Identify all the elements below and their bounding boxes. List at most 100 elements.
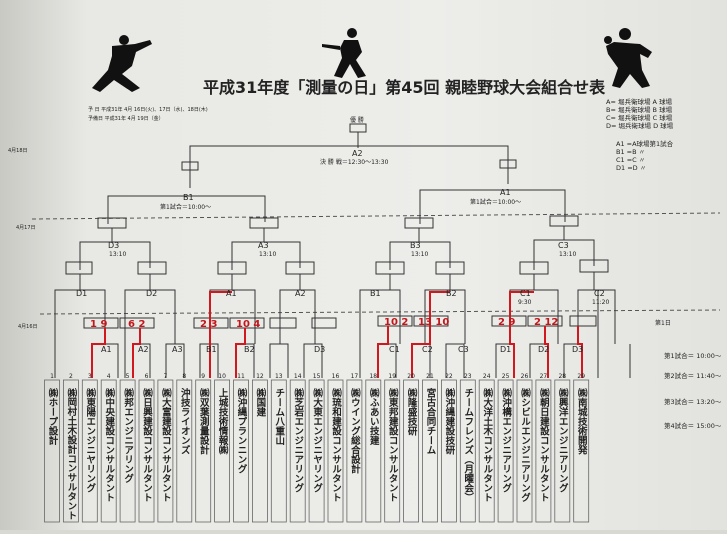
team-name: ㈱シビルエンジニアリング [519, 387, 531, 503]
legend-code-b1: B1 =B 〃 [616, 148, 645, 156]
team-number: 15 [313, 373, 321, 380]
team-slot [459, 379, 476, 523]
team-name: ㈱興洋エンジニアリング [557, 387, 569, 493]
legend-field-a: A= 堀兵衛球場 A 球場 [606, 97, 673, 106]
round1-code-6: D3 [314, 345, 325, 354]
team-slot [365, 379, 382, 523]
team-name: ㈱沖縄プランニング [236, 387, 248, 474]
team-number: 29 [577, 373, 585, 380]
semi-info-left: 第1試合＝10:00〜 [160, 203, 211, 211]
team-slot [384, 379, 401, 523]
team-name: ㈱邦エンジニアリング [122, 387, 134, 484]
round2-code-4: A2 [295, 289, 306, 298]
team-entry: 6㈱日興建設コンサルタント [138, 373, 155, 523]
team-entry: 9㈱双葉測量設計 [195, 373, 212, 523]
team-number: 11 [237, 373, 245, 380]
round2-time-8: 11:20 [592, 299, 609, 306]
team-number: 22 [445, 373, 453, 380]
legend-time-4: 第4試合＝ 15:00〜 [664, 421, 722, 430]
team-name: ㈱大富建設コンサルタント [160, 387, 173, 502]
separator-day1 [39, 309, 721, 315]
team-name: ㈱隆盛技研 [406, 387, 418, 436]
team-name: チームフレンズ（月曜会） [462, 388, 475, 502]
team-name: ㈱大東エンジニヤリング [311, 387, 324, 493]
legend-field-d: D= 堀兵衛球場 D 球場 [606, 121, 674, 130]
team-slot [440, 379, 457, 523]
team-entry: 2㈱岡村土木設計コンサルタント [63, 373, 79, 523]
team-slot [63, 379, 79, 523]
team-entry: 14㈱芝岩エンジニアリング [289, 373, 306, 523]
team-entry: 19㈱東邦建設コンサルタント [384, 373, 401, 523]
team-number: 26 [521, 373, 529, 380]
score-2: 6 2 [128, 319, 145, 330]
team-name: ㈱東邦建設コンサルタント [387, 387, 400, 502]
team-number: 23 [464, 373, 472, 380]
quarter-time-2: 13:10 [259, 251, 276, 258]
final-label: 優 勝 [350, 116, 364, 124]
team-number: 27 [540, 373, 548, 380]
team-entry: 18㈱ふあい技建 [365, 373, 382, 523]
team-slot [422, 379, 438, 523]
team-slot [573, 379, 590, 523]
semi-code-left: B1 [183, 193, 194, 202]
bracket-lines [54, 123, 631, 378]
team-slot [176, 379, 193, 523]
team-entry: 15 ㈱大東エンジニヤリング [308, 373, 325, 523]
batter-silhouette-icon [322, 28, 366, 78]
round2-code-5: B1 [370, 289, 381, 298]
team-number: 12 [256, 373, 264, 380]
team-slot [554, 379, 571, 523]
quarter-code-3: B3 [410, 241, 421, 250]
round1-code-11: D2 [538, 345, 549, 354]
round2-code-6: B2 [446, 289, 457, 298]
legend-code-a1: A1 =A球場第1試合 [616, 139, 674, 148]
schedule-line-2: 予備日 平成31年 4月 19日（金） [88, 115, 164, 122]
team-number: 18 [369, 373, 377, 380]
team-number: 3 [88, 373, 92, 380]
team-name: ㈱ホープ設計 [47, 387, 59, 446]
team-slot [233, 379, 249, 523]
team-name: ㈱双葉測量設計 [198, 387, 211, 455]
score-3: 2 3 [200, 319, 217, 330]
team-slot [346, 379, 363, 523]
score-7: 2 9 [498, 317, 515, 328]
team-slot [535, 379, 552, 523]
semi-info-right: 第1試合＝10:00〜 [470, 198, 521, 206]
team-name: ㈱東陽エンジニヤリング [84, 387, 97, 493]
team-entry: 12㈱国建 [251, 373, 268, 523]
team-entry: 23 チームフレンズ（月曜会） [459, 373, 476, 523]
team-slot [81, 379, 98, 523]
legend-field-b: B= 堀兵衛球場 B 球場 [606, 105, 673, 114]
score-4: 10 4 [236, 319, 260, 330]
legend-time-3: 第3試合＝ 13:20〜 [664, 397, 722, 406]
team-name: ㈱南城技術開発 [576, 387, 589, 455]
quarter-code-1: D3 [108, 241, 119, 250]
team-slot [251, 379, 268, 523]
round2-code-7: C1 [520, 289, 531, 298]
round1-code-7: C1 [389, 345, 400, 354]
date-label-17: 4月17日 [16, 225, 36, 231]
team-number: 8 [182, 373, 186, 380]
separator-day2 [31, 212, 721, 220]
round2-code-2: D2 [146, 289, 157, 298]
schedule-line-1: 予 日 平成31年 4月 16日(火)、17日（水)、18日(木) [88, 106, 208, 113]
round2-code-3: A1 [226, 289, 237, 298]
team-number: 28 [558, 373, 566, 380]
team-name: ㈱沖構エンジニアリング [500, 387, 512, 493]
team-number: 5 [126, 373, 130, 380]
quarter-time-1: 13:10 [109, 251, 126, 258]
score-8: 2 12 [534, 317, 558, 328]
time-legend: 第1試合＝ 10:00〜 第2試合＝ 11:40〜 第3試合＝ 13:20〜 第… [664, 351, 722, 430]
semi-code-right: A1 [500, 188, 511, 197]
team-name: 上城技術情報㈱ [217, 387, 230, 455]
final-code: A2 [352, 149, 363, 158]
team-entry: 17㈱ウイング総合設計 [346, 373, 363, 523]
pitcher-silhouette-icon [92, 35, 152, 92]
day-1-label: 第1日 [655, 319, 671, 327]
round1-code-2: A2 [138, 345, 149, 354]
round1-code-8: C2 [422, 345, 433, 354]
